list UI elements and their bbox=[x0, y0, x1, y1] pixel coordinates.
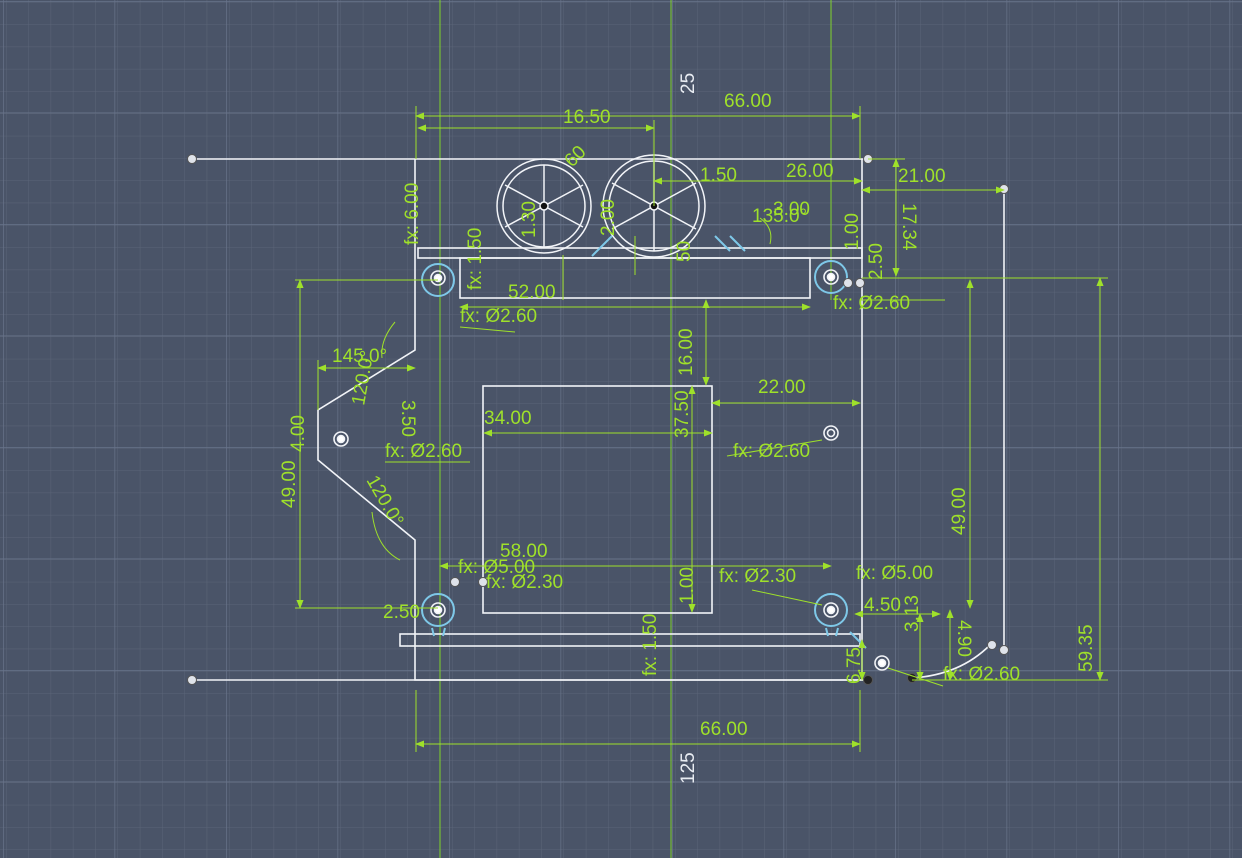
dim-26[interactable]: 26.00 bbox=[786, 161, 834, 182]
hole-top-left bbox=[430, 270, 446, 286]
dim-3-50[interactable]: 3.50 bbox=[397, 400, 418, 437]
dim-fx-260-right-mid[interactable]: fx: Ø2.60 bbox=[733, 441, 810, 462]
dim-1-00-small[interactable]: 1.00 bbox=[842, 213, 863, 250]
dim-fx-500-left[interactable]: fx: Ø5.00 bbox=[458, 557, 535, 578]
dim-59-35[interactable]: 59.35 bbox=[1076, 624, 1097, 672]
dim-fx-260-right-top[interactable]: fx: Ø2.60 bbox=[833, 293, 910, 314]
hole-bottom-right bbox=[823, 602, 839, 618]
dim-fx-260-left-top[interactable]: fx: Ø2.60 bbox=[460, 306, 537, 327]
dim-4-00[interactable]: 4.00 bbox=[288, 415, 309, 452]
hole-top-right bbox=[823, 269, 839, 285]
dim-2-50[interactable]: 2.50 bbox=[383, 602, 420, 623]
dim-4-50[interactable]: 4.50 bbox=[864, 595, 901, 616]
hole-corner bbox=[874, 655, 890, 671]
dim-49-left[interactable]: 49.00 bbox=[279, 460, 300, 508]
hole-left-mid bbox=[333, 431, 349, 447]
dim-58[interactable]: 58.00 bbox=[500, 541, 548, 562]
dim-fx-500-right[interactable]: fx: Ø5.00 bbox=[856, 563, 933, 584]
dim-17-34[interactable]: 17.34 bbox=[898, 203, 919, 251]
dim-6-75[interactable]: 6.75 bbox=[844, 647, 865, 684]
dim-22[interactable]: 22.00 bbox=[758, 377, 806, 398]
dim-fx-260-left-mid[interactable]: fx: Ø2.60 bbox=[385, 441, 462, 462]
dim-52[interactable]: 52.00 bbox=[508, 282, 556, 303]
dim-1-00[interactable]: 1.00 bbox=[677, 567, 698, 604]
construction-axes bbox=[439, 0, 832, 858]
axis-label-top: 25 bbox=[678, 73, 699, 94]
dim-fx-left-small[interactable]: fx: 6.00 bbox=[402, 183, 423, 245]
dim-fx-230-left[interactable]: fx: Ø2.30 bbox=[486, 572, 563, 593]
constraint-marks bbox=[421, 235, 867, 649]
dim-135[interactable]: 135.0° bbox=[752, 206, 807, 227]
sketch-geometry[interactable] bbox=[192, 158, 1005, 681]
dim-21[interactable]: 21.00 bbox=[898, 166, 946, 187]
hole-bottom-left bbox=[430, 602, 446, 618]
fan-left[interactable] bbox=[496, 158, 592, 254]
dim-1-30[interactable]: 1.30 bbox=[519, 201, 540, 238]
dim-34[interactable]: 34.00 bbox=[484, 408, 532, 429]
dim-2-00[interactable]: 2.00 bbox=[598, 199, 619, 236]
dim-16[interactable]: 16.00 bbox=[676, 328, 697, 376]
dim-3[interactable]: 3.00 bbox=[773, 199, 810, 220]
dim-66-bottom[interactable]: 66.00 bbox=[700, 719, 748, 740]
dim-145[interactable]: 145.0° bbox=[332, 346, 387, 367]
dim-fx-230-right[interactable]: fx: Ø2.30 bbox=[719, 566, 796, 587]
dim-37-50[interactable]: 37.50 bbox=[672, 390, 693, 438]
dim-3-13[interactable]: 3.13 bbox=[902, 595, 923, 632]
dim-fx-150-topleft[interactable]: fx: 1.50 bbox=[465, 228, 486, 290]
dim-50[interactable]: 50 bbox=[674, 241, 695, 262]
dim-66-top[interactable]: 66.00 bbox=[724, 91, 772, 112]
dimension-labels[interactable]: 16.50 66.00 26.00 21.00 17.34 1.50 135.0… bbox=[279, 91, 1097, 740]
dim-4-90[interactable]: 4.90 bbox=[953, 620, 974, 657]
dim-fx-150-bottom[interactable]: fx: 1.50 bbox=[640, 614, 661, 676]
dim-1-50-top[interactable]: 1.50 bbox=[700, 165, 737, 186]
axis-label-bottom: 125 bbox=[678, 752, 699, 784]
dim-16-50[interactable]: 16.50 bbox=[563, 107, 611, 128]
dim-fx-260-corner[interactable]: fx: Ø2.60 bbox=[943, 664, 1020, 685]
hole-right-mid bbox=[823, 425, 839, 441]
dimension-lines bbox=[295, 106, 1108, 752]
dim-49-right[interactable]: 49.00 bbox=[949, 487, 970, 535]
dim-2-50-small[interactable]: 2.50 bbox=[866, 243, 887, 280]
